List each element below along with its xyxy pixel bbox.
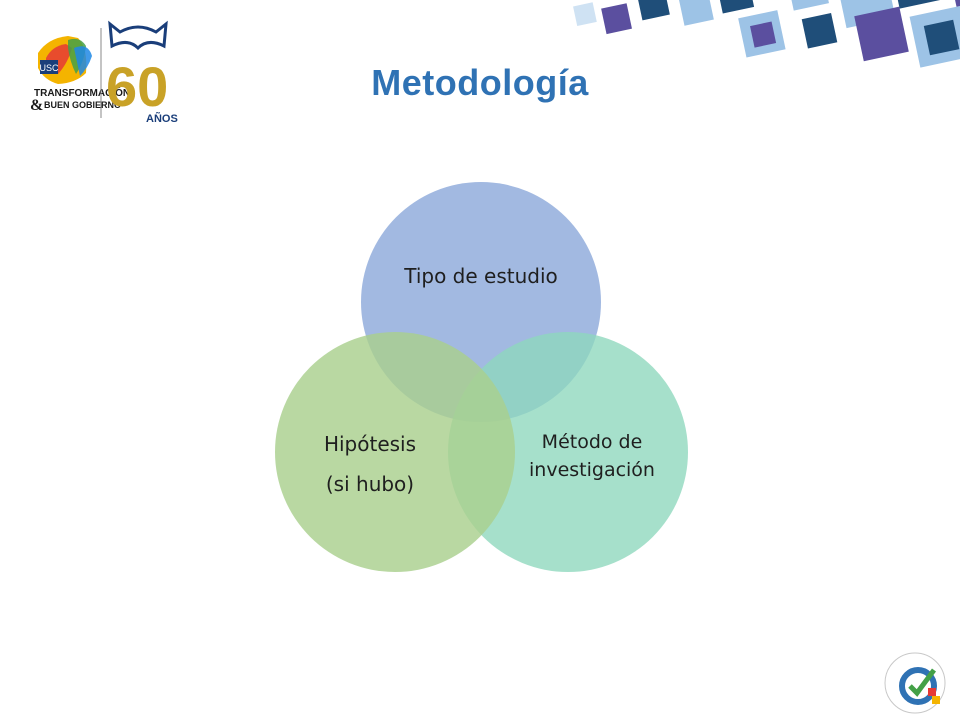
logo-line2: BUEN GOBIERNO: [44, 100, 121, 110]
venn-label-left-line2: (si hubo): [325, 472, 415, 496]
logo-amp: &: [30, 97, 43, 114]
venn-circle-left: [275, 332, 515, 572]
logo-line1: TRANSFORMACIÓN: [34, 86, 130, 99]
quality-seal-icon: [884, 652, 946, 714]
venn-label-top: Tipo de estudio: [404, 264, 558, 288]
venn-label-left: Hipótesis (si hubo): [270, 424, 470, 504]
venn-circle-right: [448, 332, 688, 572]
venn-label-right: Método de investigación: [512, 428, 672, 484]
logo-years: 60: [106, 55, 168, 118]
usc-mark: USC: [39, 63, 59, 73]
venn-label-right-line2: investigación: [529, 459, 655, 481]
logo-years-word: AÑOS: [146, 112, 178, 125]
slide-title: Metodología: [371, 62, 589, 103]
venn-label-left-line1: Hipótesis: [323, 432, 417, 456]
institution-logo: USC TRANSFORMACIÓN & BUEN GOBIERNO 60 AÑ…: [28, 18, 208, 128]
venn-label-right-line1: Método de: [541, 431, 643, 453]
